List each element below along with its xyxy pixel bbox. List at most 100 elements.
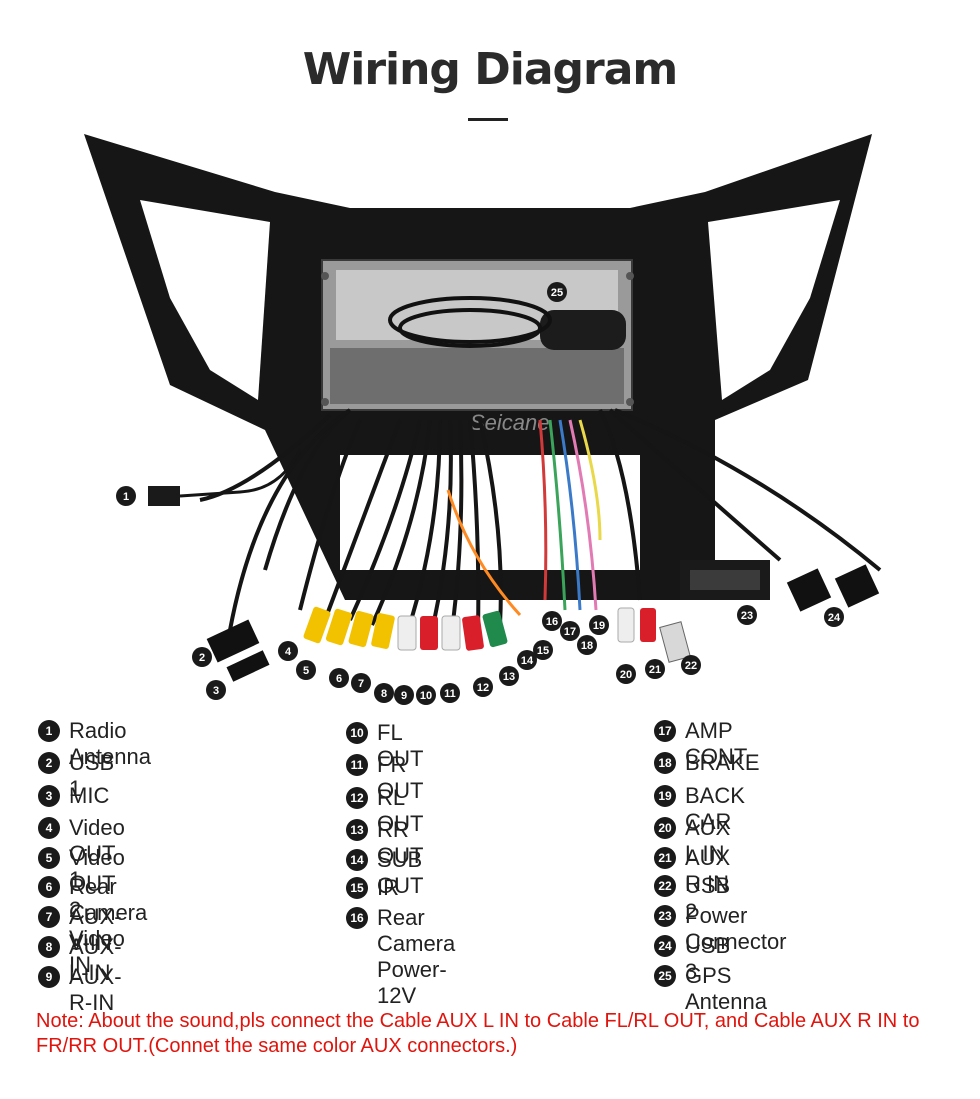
title-underline: [468, 118, 508, 121]
callout-12: 12: [473, 677, 493, 697]
svg-text:22: 22: [685, 660, 697, 672]
number-badge: 5: [38, 847, 60, 869]
right-window: [708, 200, 840, 400]
svg-text:20: 20: [620, 669, 632, 681]
callout-24: 24: [824, 607, 844, 627]
svg-text:6: 6: [336, 673, 342, 685]
svg-text:18: 18: [581, 640, 593, 652]
number-badge: 15: [346, 877, 368, 899]
svg-text:1: 1: [123, 491, 129, 503]
radio-antenna-cable: [179, 449, 302, 498]
svg-text:9: 9: [401, 690, 407, 702]
callout-14: 14: [517, 650, 537, 670]
callout-4: 4: [278, 641, 298, 661]
legend-label: BACK CAR: [685, 783, 745, 834]
legend-item: 6 Rear Camera Video IN: [38, 874, 147, 978]
number-badge: 19: [654, 785, 676, 807]
callout-17: 17: [560, 621, 580, 641]
svg-text:2: 2: [199, 652, 205, 664]
legend-label: USB 1: [69, 750, 115, 801]
svg-text:15: 15: [537, 645, 549, 657]
callout-5: 5: [296, 660, 316, 680]
number-badge: 14: [346, 849, 368, 871]
svg-text:11: 11: [444, 688, 456, 700]
legend-label: FR OUT: [377, 752, 424, 803]
callout-19: 19: [589, 615, 609, 635]
legend-label: IR: [377, 875, 399, 900]
legend-label: SUB OUT: [377, 847, 424, 898]
legend-item: 11 FR OUT: [346, 752, 423, 804]
gps-antenna-module: [540, 310, 626, 350]
left-window: [140, 200, 270, 400]
legend-item: 15 IR: [346, 875, 399, 901]
legend-label: MIC: [69, 783, 110, 808]
callout-6: 6: [329, 668, 349, 688]
legend-label: Rear Camera Video IN: [69, 874, 148, 977]
number-badge: 11: [346, 754, 368, 776]
number-badge: 6: [38, 876, 60, 898]
legend-item: 14 SUB OUT: [346, 847, 423, 899]
legend-label: AUX L IN: [685, 815, 731, 866]
number-badge: 4: [38, 817, 60, 839]
number-badge: 1: [38, 720, 60, 742]
legend-label: RR OUT: [377, 817, 424, 868]
callout-21: 21: [645, 659, 665, 679]
mic-plug: [226, 650, 270, 682]
callout-22: 22: [681, 655, 701, 675]
wiring-diagram: Seicane: [84, 134, 882, 705]
screw: [321, 272, 329, 280]
number-badge: 22: [654, 875, 676, 897]
usb-2-plug: [659, 621, 691, 663]
gps-cable-coil: [398, 308, 542, 348]
legend-item: 22 USB 2: [654, 873, 730, 925]
callout-25: 25: [547, 282, 567, 302]
svg-text:14: 14: [521, 655, 534, 667]
number-badge: 12: [346, 787, 368, 809]
number-badge: 3: [38, 785, 60, 807]
svg-text:7: 7: [358, 678, 364, 690]
screw: [626, 398, 634, 406]
wire-harness: [199, 408, 882, 631]
legend-label: AMP CONT: [685, 718, 748, 769]
number-badge: 9: [38, 966, 60, 988]
callout-13: 13: [499, 666, 519, 686]
callouts: 1 2 3 4 5 6 7 8 9 10 11 12 13 14 15 16 1…: [116, 282, 844, 705]
callout-10: 10: [416, 685, 436, 705]
legend-label: RL OUT: [377, 785, 424, 836]
number-badge: 16: [346, 907, 368, 929]
svg-text:25: 25: [551, 287, 563, 299]
legend-item: 17 AMP CONT: [654, 718, 747, 770]
legend-item: 19 BACK CAR: [654, 783, 745, 835]
callout-2: 2: [192, 647, 212, 667]
svg-text:19: 19: [593, 620, 605, 632]
number-badge: 24: [654, 935, 676, 957]
legend-label: GPS Antenna: [685, 963, 767, 1014]
screw: [321, 398, 329, 406]
svg-text:12: 12: [477, 682, 489, 694]
number-badge: 20: [654, 817, 676, 839]
legend-item: 1 Radio Antenna: [38, 718, 151, 770]
legend-label: Rear Camera Power-12V: [377, 905, 456, 1008]
legend-label: AUX R IN: [685, 845, 731, 896]
callout-16: 16: [542, 611, 562, 631]
power-connector-pins: [690, 570, 760, 590]
legend-label: USB 2: [685, 873, 731, 924]
callout-7: 7: [351, 673, 371, 693]
svg-text:10: 10: [420, 690, 432, 702]
svg-text:13: 13: [503, 671, 515, 683]
screw: [626, 272, 634, 280]
svg-text:8: 8: [381, 688, 387, 700]
gps-cable-coil: [388, 296, 552, 344]
number-badge: 17: [654, 720, 676, 742]
legend-label: USB 3: [685, 933, 731, 984]
legend-label: Radio Antenna: [69, 718, 151, 769]
legend-item: 12 RL OUT: [346, 785, 423, 837]
